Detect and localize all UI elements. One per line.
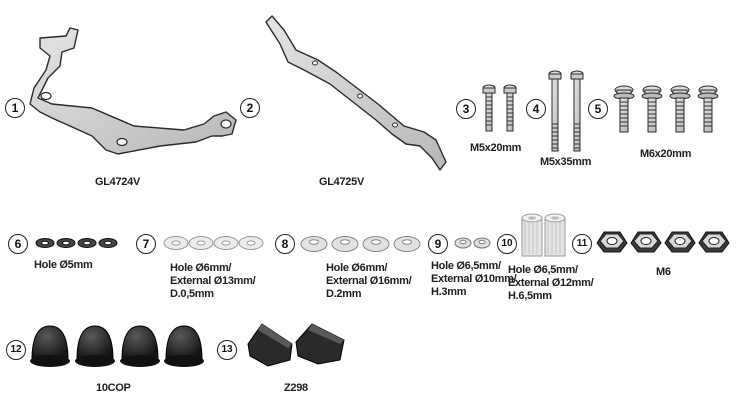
part-number-8: 8 [275, 234, 295, 254]
bracket-gl4725v [265, 15, 447, 171]
part-number-2: 2 [240, 98, 260, 118]
part-number-11: 11 [572, 234, 592, 254]
screws-m5x35 [548, 70, 584, 152]
part-number-13: 13 [217, 340, 237, 360]
label-gl4725v: GL4725V [319, 176, 364, 188]
part-number-3: 3 [456, 99, 476, 119]
label-spacer12: Hole Ø6,5mm/ External Ø12mm/ H.6,5mm [508, 264, 594, 302]
washers-16mm [300, 236, 421, 252]
label-m5x35: M5x35mm [540, 156, 592, 168]
washers-13mm [163, 236, 264, 250]
part-number-6: 6 [8, 234, 28, 254]
label-m6x20: M6x20mm [640, 148, 692, 160]
part-number-9: 9 [428, 234, 448, 254]
label-m6: M6 [656, 266, 671, 278]
screws-m6x20 [613, 85, 719, 133]
label-hole5: Hole Ø5mm [34, 259, 93, 271]
pads-z298 [247, 323, 345, 367]
label-z298: Z298 [284, 382, 308, 394]
part-number-1: 1 [5, 98, 25, 118]
nuts-m6 [596, 231, 730, 253]
part-number-5: 5 [588, 99, 608, 119]
label-10cop: 10COP [96, 382, 131, 394]
spacers-12mm [521, 213, 566, 257]
screws-m5x20 [482, 84, 517, 132]
part-number-7: 7 [136, 234, 156, 254]
washers-5mm [35, 238, 118, 248]
label-m5x20: M5x20mm [470, 142, 522, 154]
washers-10mm [454, 237, 491, 249]
label-washer10: Hole Ø6,5mm/ External Ø10mm/ H.3mm [431, 260, 517, 298]
part-number-10: 10 [497, 234, 517, 254]
part-number-4: 4 [526, 99, 546, 119]
label-gl4724v: GL4724V [95, 176, 140, 188]
label-washer16: Hole Ø6mm/ External Ø16mm/ D.2mm [326, 262, 412, 300]
caps-10cop [30, 325, 204, 367]
bracket-gl4724v [29, 27, 237, 155]
label-washer13: Hole Ø6mm/ External Ø13mm/ D.0,5mm [170, 262, 256, 300]
part-number-12: 12 [6, 340, 26, 360]
